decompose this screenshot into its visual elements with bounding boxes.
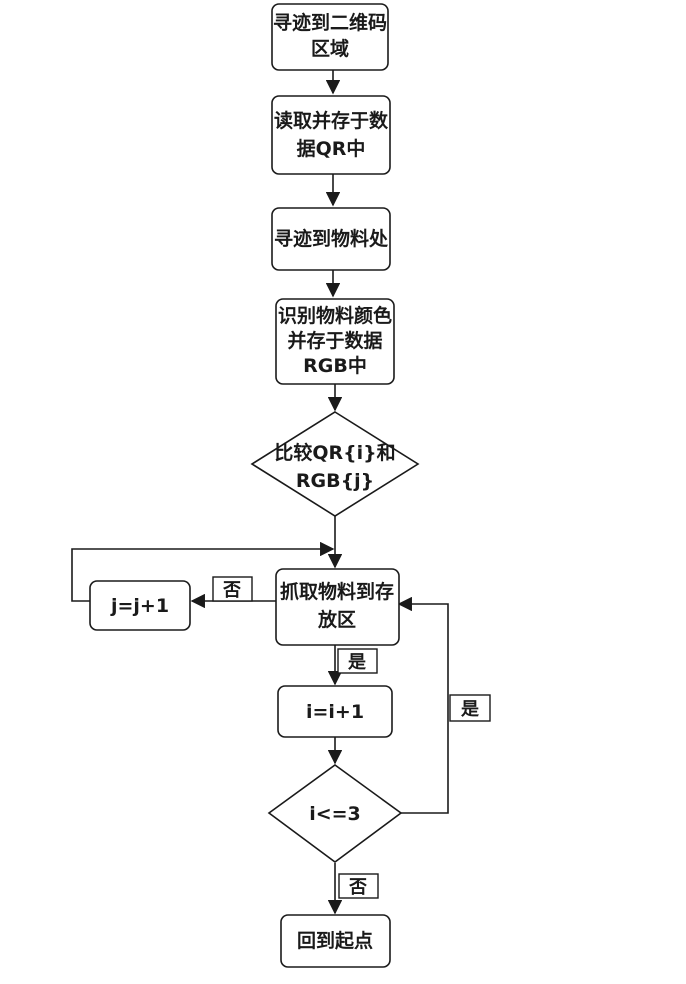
edge-j-increment-loop-back: [71, 541, 335, 602]
edge-label-grab-no: 否: [212, 576, 253, 602]
node-return-start: 回到起点: [280, 914, 391, 968]
node-j-increment: j=j+1: [89, 580, 191, 631]
node-grab-material: 抓取物料到存 放区: [275, 568, 400, 646]
node-j-increment-line1: j=j+1: [110, 595, 169, 617]
node-identify-color: 识别物料颜色 并存于数据 RGB中: [275, 298, 395, 385]
edge-label-check-no: 否: [338, 873, 379, 899]
node-read-store-qr: 读取并存于数 据QR中: [271, 95, 391, 175]
edge-label-grab-yes: 是: [337, 648, 378, 674]
edge-check-yes-loop: [397, 596, 449, 814]
node-grab-material-line2: 放区: [317, 608, 356, 631]
node-find-material-line1: 寻迹到物料处: [274, 227, 389, 250]
node-find-qr-region-line2: 区域: [311, 37, 349, 60]
node-return-start-line1: 回到起点: [297, 930, 373, 952]
node-i-increment: i=i+1: [277, 685, 393, 738]
edge-label-check-no-text: 否: [348, 877, 367, 898]
node-check-i-decision: i<=3: [267, 764, 403, 863]
node-identify-color-line3: RGB中: [303, 354, 367, 377]
edge-label-grab-yes-text: 是: [347, 652, 366, 673]
edge-label-grab-no-text: 否: [222, 580, 241, 601]
node-find-qr-region: 寻迹到二维码 区域: [271, 3, 389, 71]
edge-label-loop-yes: 是: [449, 694, 491, 722]
node-compare-line1: 比较QR{i}和: [274, 441, 395, 464]
node-find-qr-region-line1: 寻迹到二维码: [273, 11, 387, 34]
node-identify-color-line2: 并存于数据: [287, 329, 382, 352]
node-i-increment-line1: i=i+1: [306, 701, 364, 723]
node-find-material: 寻迹到物料处: [271, 207, 391, 271]
node-read-store-qr-line2: 据QR中: [297, 137, 366, 160]
edge-label-loop-yes-text: 是: [460, 699, 479, 720]
node-grab-material-line1: 抓取物料到存: [280, 580, 394, 603]
node-check-i-line1: i<=3: [309, 803, 361, 825]
node-identify-color-line1: 识别物料颜色: [278, 304, 392, 327]
edges: [71, 70, 449, 915]
node-read-store-qr-line1: 读取并存于数: [274, 109, 389, 132]
node-compare-line2: RGB{j}: [296, 470, 374, 492]
node-compare-decision: 比较QR{i}和 RGB{j}: [250, 411, 420, 517]
